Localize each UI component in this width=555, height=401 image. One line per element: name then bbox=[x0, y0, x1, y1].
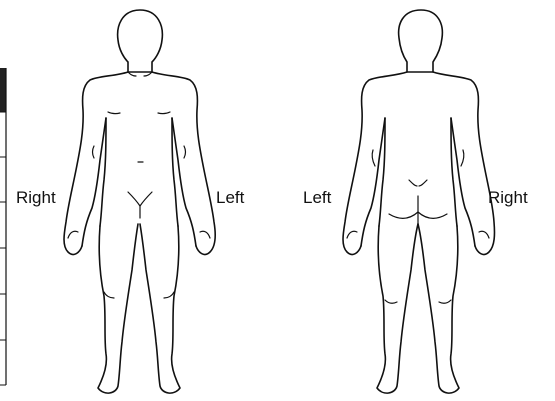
back-left-side-outline bbox=[343, 72, 407, 254]
back-right-leg bbox=[418, 224, 459, 393]
back-gluteal-left bbox=[389, 212, 418, 218]
front-hand-right bbox=[68, 231, 78, 238]
front-chest-left bbox=[108, 112, 120, 114]
back-spine-mark-left bbox=[409, 180, 417, 186]
front-knee-left bbox=[164, 292, 174, 298]
front-knee-right bbox=[104, 292, 114, 298]
back-right-label: Right bbox=[488, 188, 528, 208]
back-head bbox=[399, 10, 443, 72]
back-hand-left bbox=[347, 231, 357, 238]
table-header-cell bbox=[0, 68, 6, 112]
front-head bbox=[118, 10, 163, 72]
back-knee-right bbox=[439, 300, 451, 303]
front-right-leg bbox=[98, 224, 138, 393]
front-right-side-outline bbox=[152, 72, 215, 254]
front-left-side-outline bbox=[64, 72, 128, 254]
back-right-side-outline bbox=[433, 72, 494, 254]
front-elbow-left bbox=[184, 146, 186, 158]
front-body-outline-icon bbox=[58, 0, 218, 401]
front-chest-right bbox=[158, 112, 170, 114]
front-hand-left bbox=[200, 231, 210, 238]
back-left-leg bbox=[377, 224, 418, 393]
front-groin bbox=[128, 192, 152, 206]
back-elbow-right bbox=[461, 150, 464, 166]
front-right-label: Right bbox=[16, 188, 56, 208]
back-left-inner-arm bbox=[361, 118, 385, 246]
back-spine-mark-right bbox=[419, 180, 427, 186]
front-elbow-right bbox=[93, 146, 95, 158]
back-elbow-left bbox=[372, 150, 375, 166]
front-left-leg bbox=[140, 224, 180, 393]
front-left-label: Left bbox=[216, 188, 244, 208]
back-gluteal-right bbox=[418, 212, 447, 218]
front-left-inner-arm bbox=[172, 118, 196, 246]
back-left-label: Left bbox=[303, 188, 331, 208]
front-right-inner-arm bbox=[82, 118, 106, 246]
back-right-inner-arm bbox=[451, 118, 475, 246]
back-hand-right bbox=[479, 231, 489, 238]
back-knee-left bbox=[385, 300, 397, 303]
back-body-outline-icon bbox=[333, 0, 497, 401]
